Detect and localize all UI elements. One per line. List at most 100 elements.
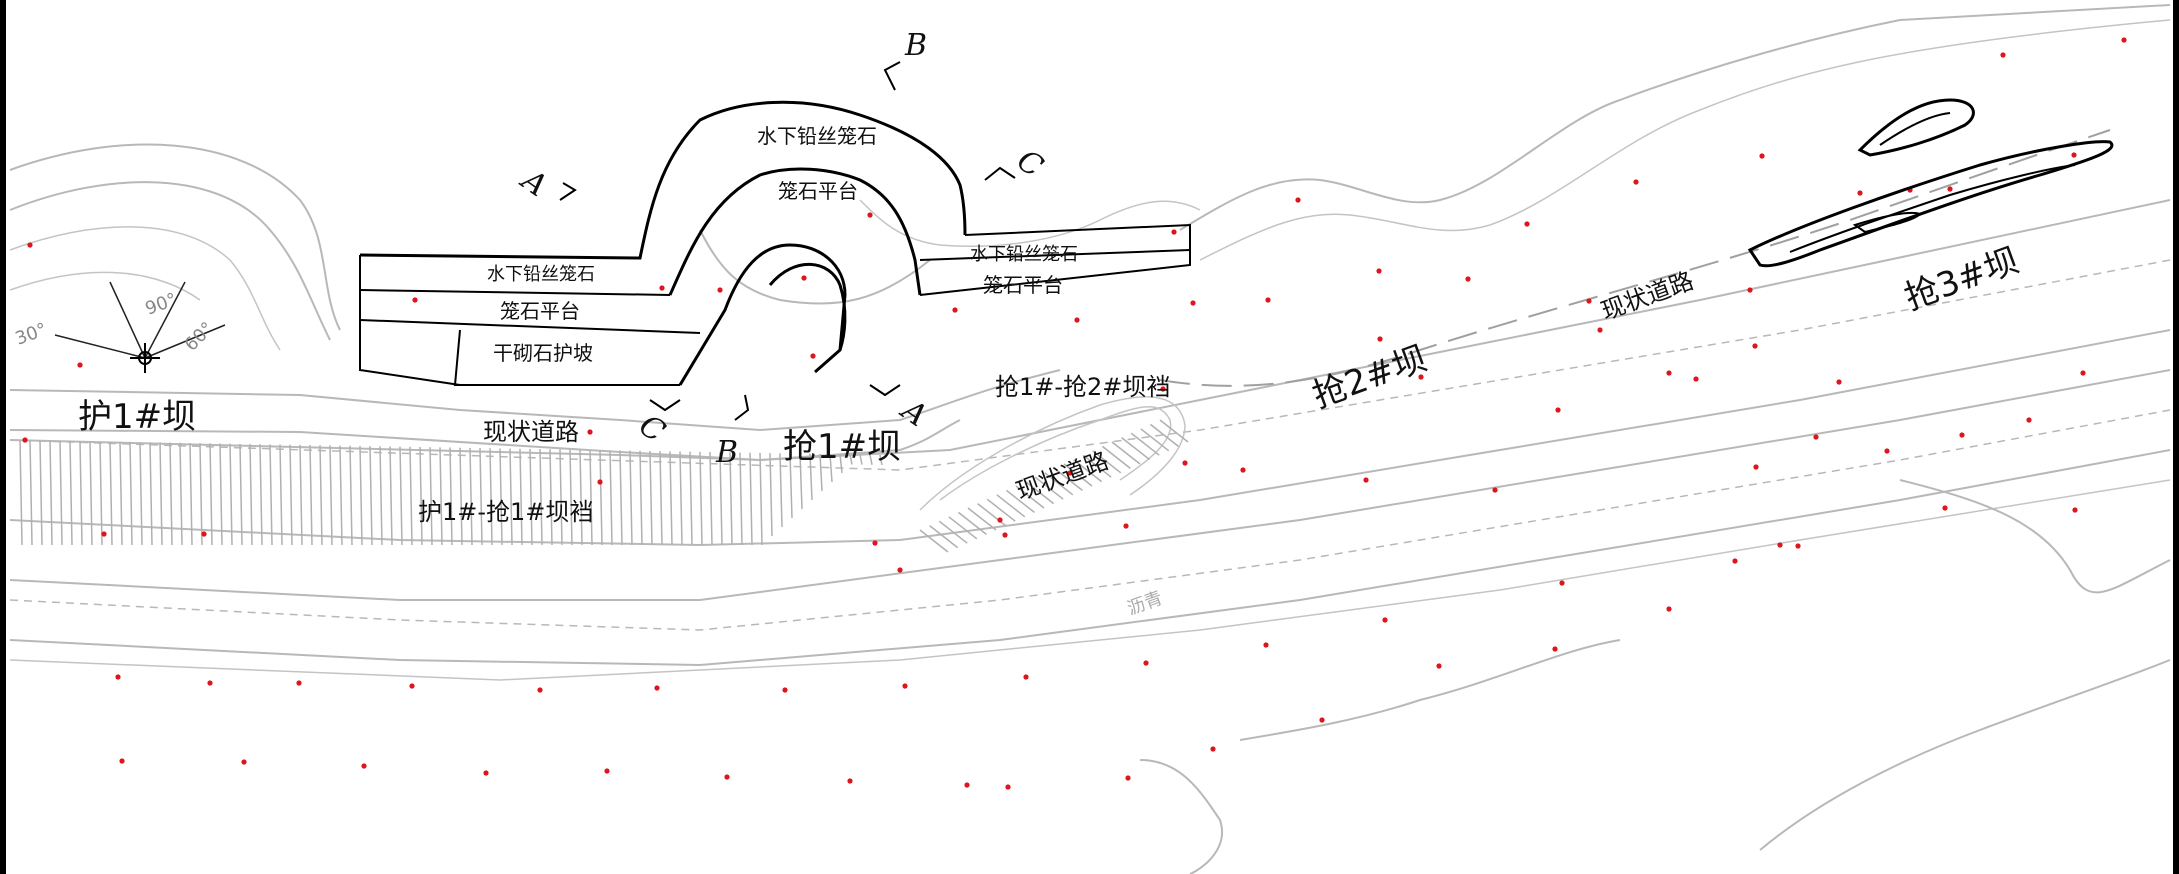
label-gabion-platform-top: 笼石平台 — [778, 179, 858, 203]
survey-point — [1666, 370, 1672, 376]
survey-point — [1295, 197, 1301, 203]
label-qiang1-dam: 抢1#坝 — [783, 427, 901, 467]
survey-point — [1210, 746, 1216, 752]
survey-point — [201, 531, 207, 537]
survey-point — [1942, 505, 1948, 511]
survey-point — [1002, 532, 1008, 538]
section-c-lower: C — [632, 408, 671, 450]
survey-point — [2026, 417, 2032, 423]
survey-point — [997, 517, 1003, 523]
survey-point — [867, 212, 873, 218]
survey-point — [2072, 507, 2078, 513]
label-hu1-dam: 护1#坝 — [78, 397, 196, 437]
survey-point — [1759, 153, 1765, 159]
survey-point — [1171, 229, 1177, 235]
survey-point — [1182, 460, 1188, 466]
survey-point — [1947, 186, 1953, 192]
survey-point — [412, 297, 418, 303]
survey-point — [2000, 52, 2006, 58]
survey-point — [115, 674, 121, 680]
survey-point — [1363, 477, 1369, 483]
survey-point — [1813, 434, 1819, 440]
label-dry-stone-slope: 干砌石护坡 — [493, 341, 593, 365]
survey-point — [483, 770, 489, 776]
label-road-2: 现状道路 — [1012, 446, 1112, 505]
survey-point — [872, 540, 878, 546]
label-qiang3-dam: 抢3#坝 — [1899, 240, 2024, 318]
survey-point — [1959, 432, 1965, 438]
orientation-rose — [54, 281, 226, 373]
survey-point — [1465, 276, 1471, 282]
survey-point — [1418, 374, 1424, 380]
survey-point — [1752, 343, 1758, 349]
survey-point — [1586, 298, 1592, 304]
survey-point — [207, 680, 213, 686]
survey-point — [77, 362, 83, 368]
survey-point — [409, 683, 415, 689]
survey-point — [22, 437, 28, 443]
survey-point — [1240, 467, 1246, 473]
survey-point — [1125, 775, 1131, 781]
label-qiang1-qiang2-shoulder: 抢1#-抢2#坝裆 — [995, 373, 1170, 401]
survey-point — [1884, 448, 1890, 454]
survey-point — [27, 242, 33, 248]
survey-point — [1005, 784, 1011, 790]
survey-point — [1753, 464, 1759, 470]
survey-point — [361, 763, 367, 769]
section-c-upper: C — [1010, 143, 1049, 185]
survey-point — [724, 774, 730, 780]
survey-point — [847, 778, 853, 784]
survey-point — [1382, 617, 1388, 623]
survey-point — [1666, 606, 1672, 612]
survey-point — [1559, 580, 1565, 586]
label-angle-30: 30° — [13, 319, 50, 350]
survey-point — [119, 758, 125, 764]
survey-point — [597, 479, 603, 485]
survey-point — [1143, 660, 1149, 666]
survey-point — [782, 687, 788, 693]
label-gabion-underwater-right: 水下铅丝笼石 — [970, 244, 1078, 265]
survey-point — [1074, 317, 1080, 323]
survey-point — [1319, 717, 1325, 723]
label-gabion-underwater-top: 水下铅丝笼石 — [757, 124, 877, 148]
survey-point — [1693, 376, 1699, 382]
survey-point — [1123, 523, 1129, 529]
survey-point — [1160, 386, 1166, 392]
survey-point — [537, 687, 543, 693]
survey-point — [902, 683, 908, 689]
label-road-1: 现状道路 — [483, 418, 579, 446]
survey-points — [22, 37, 2127, 790]
survey-point — [2080, 370, 2086, 376]
survey-point — [587, 429, 593, 435]
survey-point — [1263, 642, 1269, 648]
label-qiang2-dam: 抢2#坝 — [1307, 338, 1432, 416]
label-hu1-qiang1-shoulder: 护1#-抢1#坝裆 — [418, 498, 593, 526]
section-markers — [559, 61, 1016, 421]
survey-point — [717, 287, 723, 293]
survey-point — [964, 782, 970, 788]
survey-point — [1524, 221, 1530, 227]
survey-point — [1732, 558, 1738, 564]
survey-point — [1555, 407, 1561, 413]
survey-point — [1552, 646, 1558, 652]
survey-point — [1492, 487, 1498, 493]
survey-point — [1436, 663, 1442, 669]
section-letters: B A C C B A — [513, 28, 1049, 470]
survey-point — [1777, 542, 1783, 548]
existing-road-centerline — [1159, 129, 2111, 387]
survey-point — [1067, 470, 1073, 476]
label-gabion-underwater-left: 水下铅丝笼石 — [487, 264, 595, 285]
survey-point — [659, 285, 665, 291]
label-gabion-platform-left: 笼石平台 — [500, 299, 580, 323]
section-a-upper: A — [513, 161, 553, 204]
survey-point — [1857, 190, 1863, 196]
survey-point — [1023, 674, 1029, 680]
map-labels: 护1#坝 抢1#坝 抢2#坝 抢3#坝 护1#-抢1#坝裆 抢1#-抢2#坝裆 … — [13, 124, 2025, 620]
label-gabion-platform-right: 笼石平台 — [983, 273, 1063, 297]
label-angle-90: 90° — [143, 289, 180, 320]
survey-point — [604, 768, 610, 774]
survey-point — [897, 567, 903, 573]
survey-point — [1597, 327, 1603, 333]
